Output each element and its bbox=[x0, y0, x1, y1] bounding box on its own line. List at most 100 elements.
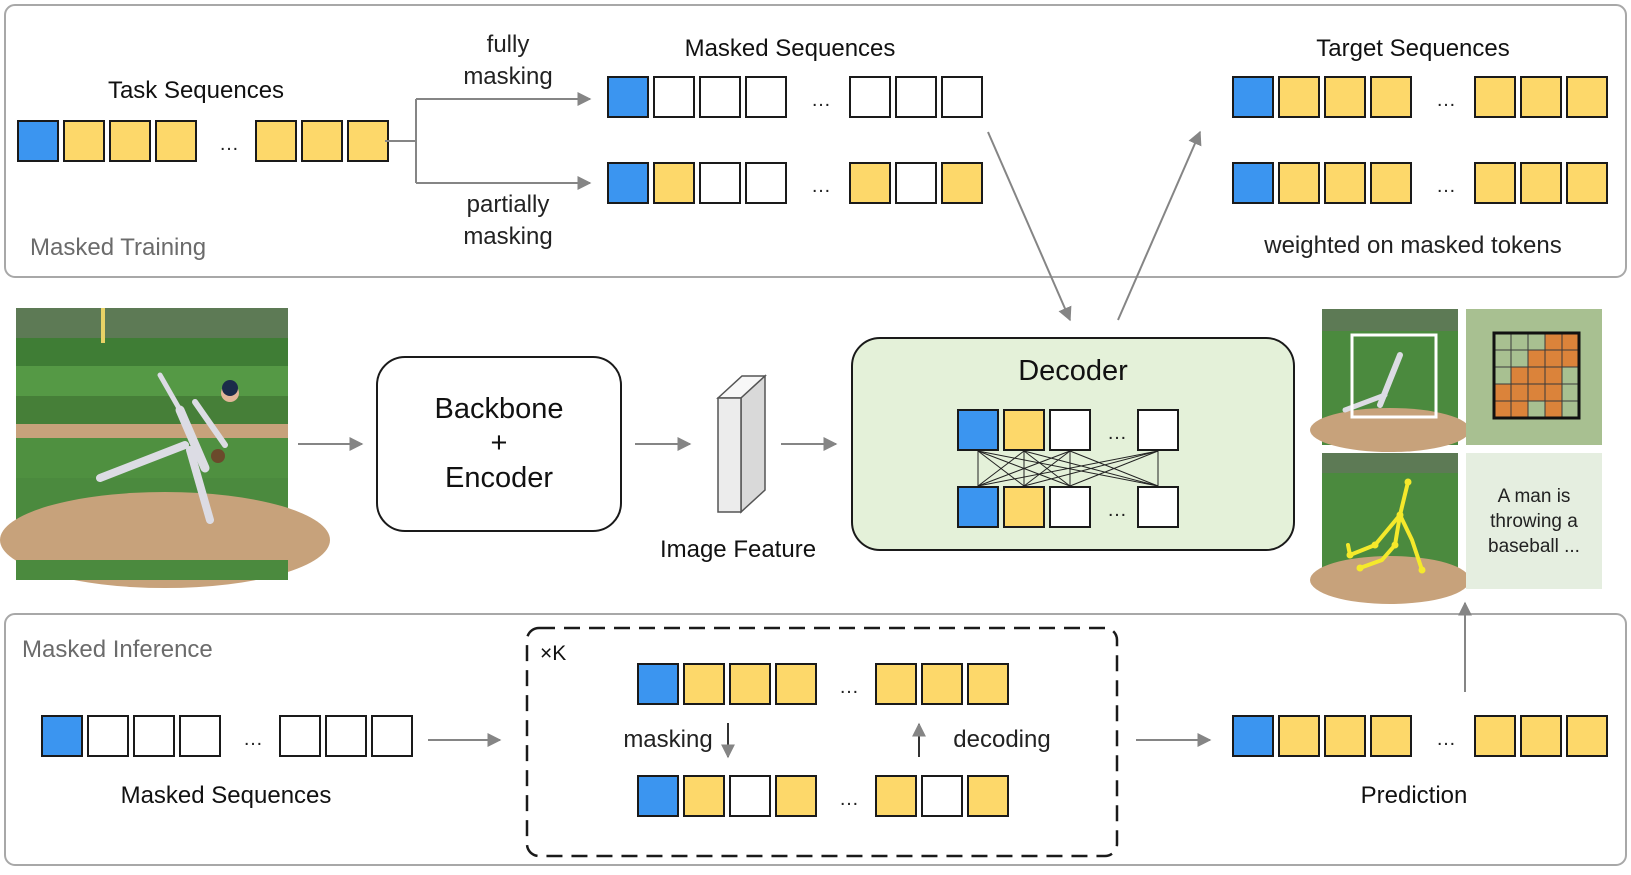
segmentation-cell bbox=[1527, 383, 1546, 402]
content-token bbox=[63, 120, 105, 162]
fully-masking-label: masking bbox=[463, 63, 552, 90]
image-feature-block bbox=[716, 374, 767, 514]
loop-top-sequence: … bbox=[637, 663, 1009, 705]
masked-token bbox=[895, 162, 937, 204]
masked-token bbox=[745, 162, 787, 204]
content-token bbox=[109, 120, 151, 162]
segmentation-cell bbox=[1510, 366, 1529, 385]
masked-token bbox=[941, 76, 983, 118]
masked-token bbox=[1049, 486, 1091, 528]
content-token bbox=[967, 663, 1009, 705]
content-token bbox=[255, 120, 297, 162]
segmentation-cell bbox=[1544, 400, 1563, 419]
prediction-label: Prediction bbox=[1361, 782, 1468, 809]
content-token bbox=[849, 162, 891, 204]
task-token bbox=[1232, 162, 1274, 204]
content-token bbox=[775, 663, 817, 705]
task-token bbox=[17, 120, 59, 162]
backbone-encoder-box bbox=[376, 356, 622, 532]
content-token bbox=[775, 775, 817, 817]
image-feature-label: Image Feature bbox=[660, 536, 816, 563]
masked-token bbox=[699, 76, 741, 118]
masked-token bbox=[1137, 409, 1179, 451]
masked-token bbox=[849, 76, 891, 118]
content-token bbox=[1520, 715, 1562, 757]
content-token bbox=[1003, 486, 1045, 528]
masked-token bbox=[1049, 409, 1091, 451]
segmentation-cell bbox=[1527, 349, 1546, 368]
segmentation-cell bbox=[1493, 383, 1512, 402]
attention-line bbox=[977, 450, 1071, 487]
partially-label: partially bbox=[467, 191, 550, 218]
content-token bbox=[1324, 76, 1366, 118]
segmentation-cell bbox=[1493, 400, 1512, 419]
inference-input-sequence: … bbox=[41, 715, 413, 757]
masked-token bbox=[1137, 486, 1179, 528]
ellipsis-mark: … bbox=[1436, 728, 1456, 750]
segmentation-cell bbox=[1544, 383, 1563, 402]
detection-output bbox=[1310, 309, 1470, 452]
task-token bbox=[637, 663, 679, 705]
content-token bbox=[1474, 162, 1516, 204]
masked-token bbox=[653, 76, 695, 118]
decoding-label: decoding bbox=[953, 726, 1050, 753]
content-token bbox=[1370, 715, 1412, 757]
masked-training-panel bbox=[4, 4, 1627, 278]
content-token bbox=[1474, 76, 1516, 118]
content-token bbox=[1278, 76, 1320, 118]
content-token bbox=[1474, 715, 1516, 757]
attention-line bbox=[977, 450, 1159, 487]
segmentation-cell bbox=[1561, 349, 1580, 368]
caption-output: A man is throwing a baseball ... bbox=[1466, 453, 1602, 589]
segmentation-cell bbox=[1544, 366, 1563, 385]
masked-token bbox=[371, 715, 413, 757]
caption-line-1: A man is bbox=[1498, 486, 1571, 507]
segmentation-cell bbox=[1544, 349, 1563, 368]
masked-to-decoder-arrow bbox=[987, 131, 1072, 322]
task-token bbox=[1232, 76, 1274, 118]
content-token bbox=[1324, 162, 1366, 204]
partially-masked-sequence: … bbox=[607, 162, 983, 204]
bottom-masked-sequences-label: Masked Sequences bbox=[121, 782, 332, 809]
masked-token bbox=[87, 715, 129, 757]
task-token bbox=[1232, 715, 1274, 757]
segmentation-grid-border bbox=[1492, 331, 1581, 420]
content-token bbox=[875, 775, 917, 817]
content-token bbox=[1278, 162, 1320, 204]
encoder-label: Encoder bbox=[445, 462, 553, 494]
partially-masking-label: masking bbox=[463, 223, 552, 250]
masked-token bbox=[895, 76, 937, 118]
caption-line-3: baseball ... bbox=[1488, 536, 1580, 557]
content-token bbox=[347, 120, 389, 162]
masked-training-label: Masked Training bbox=[30, 234, 206, 261]
ellipsis-mark: … bbox=[219, 133, 239, 155]
split-connector bbox=[385, 99, 417, 183]
loop-bottom-sequence: … bbox=[637, 775, 1009, 817]
loop-count-label: ×K bbox=[540, 642, 566, 665]
ellipsis-mark: … bbox=[1436, 175, 1456, 197]
content-token bbox=[729, 663, 771, 705]
ellipsis-mark: … bbox=[811, 89, 831, 111]
content-token bbox=[155, 120, 197, 162]
content-token bbox=[1278, 715, 1320, 757]
ellipsis-mark: … bbox=[1107, 422, 1127, 444]
content-token bbox=[683, 663, 725, 705]
weighted-note: weighted on masked tokens bbox=[1263, 232, 1562, 259]
ellipsis-mark: … bbox=[811, 175, 831, 197]
masked-token bbox=[179, 715, 221, 757]
backbone-label: Backbone bbox=[435, 393, 564, 425]
ellipsis-mark: … bbox=[839, 788, 859, 810]
content-token bbox=[941, 162, 983, 204]
caption-line-2: throwing a bbox=[1490, 511, 1578, 532]
content-token bbox=[1324, 715, 1366, 757]
ellipsis-mark: … bbox=[1107, 499, 1127, 521]
attention-line bbox=[1023, 450, 1071, 487]
masked-token bbox=[325, 715, 367, 757]
masked-token bbox=[729, 775, 771, 817]
decoder-attention-lines bbox=[977, 450, 1159, 487]
content-token bbox=[1566, 162, 1608, 204]
keypoint-output bbox=[1310, 453, 1470, 604]
masked-inference-panel bbox=[4, 613, 1627, 866]
